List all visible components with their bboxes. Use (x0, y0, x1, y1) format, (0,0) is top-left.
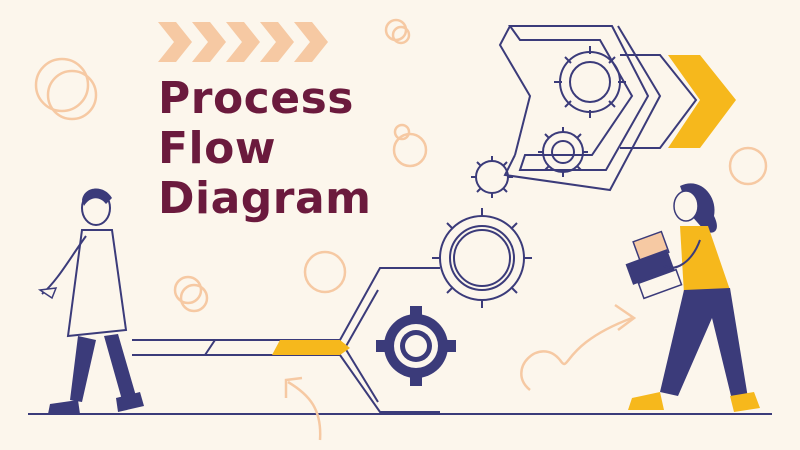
person-walking-icon (37, 188, 144, 414)
gear-icon (538, 127, 588, 177)
title-line-3: Diagram (158, 173, 372, 224)
curved-arrow-icon (520, 303, 637, 391)
person-carrying-documents-icon (625, 183, 760, 412)
progress-segment (272, 340, 350, 355)
lower-process-frame (132, 267, 440, 413)
title-line-2: Flow (158, 123, 277, 174)
gear-icon (376, 306, 456, 386)
curved-arrow-icon (284, 376, 322, 441)
chevron-arrows-icon (158, 22, 328, 62)
upper-process-frame (498, 25, 736, 192)
decorative-circles (34, 18, 768, 313)
gear-icon (471, 156, 513, 198)
title-line-1: Process (158, 73, 354, 124)
diagram-title: Process Flow Diagram (158, 74, 418, 224)
gear-icon (432, 208, 532, 308)
gear-icon (554, 46, 626, 118)
